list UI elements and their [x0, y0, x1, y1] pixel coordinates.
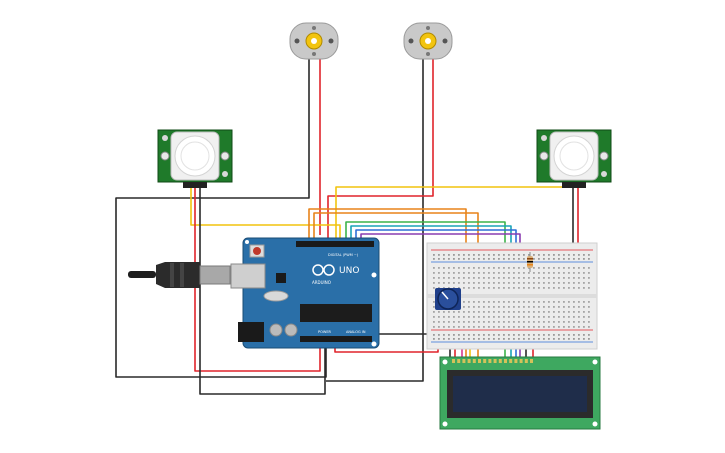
- arduino-uno[interactable]: UNO ARDUINO DIGITAL (PWM ~) POWER ANALOG…: [230, 237, 380, 349]
- wire-motor1-black[interactable]: [115, 58, 327, 378]
- usb-cable[interactable]: [128, 262, 231, 288]
- arduino-digital-label: DIGITAL (PWM ~): [328, 253, 359, 257]
- breadboard-holes: [433, 254, 590, 340]
- arduino-brand: ARDUINO: [312, 280, 331, 285]
- arduino-power-label: POWER: [318, 330, 332, 334]
- lcd-pins: [452, 359, 533, 363]
- wire-motor2-black[interactable]: [326, 58, 424, 382]
- dc-motor-1[interactable]: [289, 22, 339, 60]
- arduino-analog-label: ANALOG IN: [346, 330, 366, 334]
- wire-pir-left-black[interactable]: [199, 188, 326, 395]
- wire-motor2-red[interactable]: [327, 58, 434, 240]
- pir-sensor-left[interactable]: [157, 129, 233, 188]
- wire-pir-right-yellow[interactable]: [335, 186, 568, 240]
- arduino-logo-icon: [312, 264, 335, 276]
- potentiometer[interactable]: [435, 288, 461, 310]
- pir-sensor-right[interactable]: [536, 129, 612, 188]
- resistor[interactable]: [527, 252, 533, 272]
- arduino-model: UNO: [339, 266, 359, 276]
- lcd-display[interactable]: [439, 356, 601, 430]
- dc-motor-2[interactable]: [403, 22, 453, 60]
- wire-pir-left-yellow[interactable]: [190, 188, 341, 240]
- breadboard[interactable]: [426, 242, 598, 350]
